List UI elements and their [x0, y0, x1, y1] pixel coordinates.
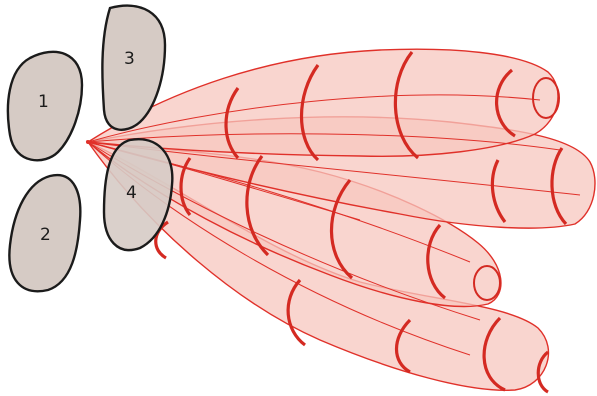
feed-point	[86, 140, 90, 144]
element-4-shape	[104, 139, 172, 250]
antenna-elements	[8, 6, 172, 292]
element-label-3: 3	[124, 49, 135, 69]
element-label-2: 2	[40, 225, 51, 245]
element-label-4: 4	[126, 183, 137, 203]
element-label-1: 1	[38, 92, 49, 112]
